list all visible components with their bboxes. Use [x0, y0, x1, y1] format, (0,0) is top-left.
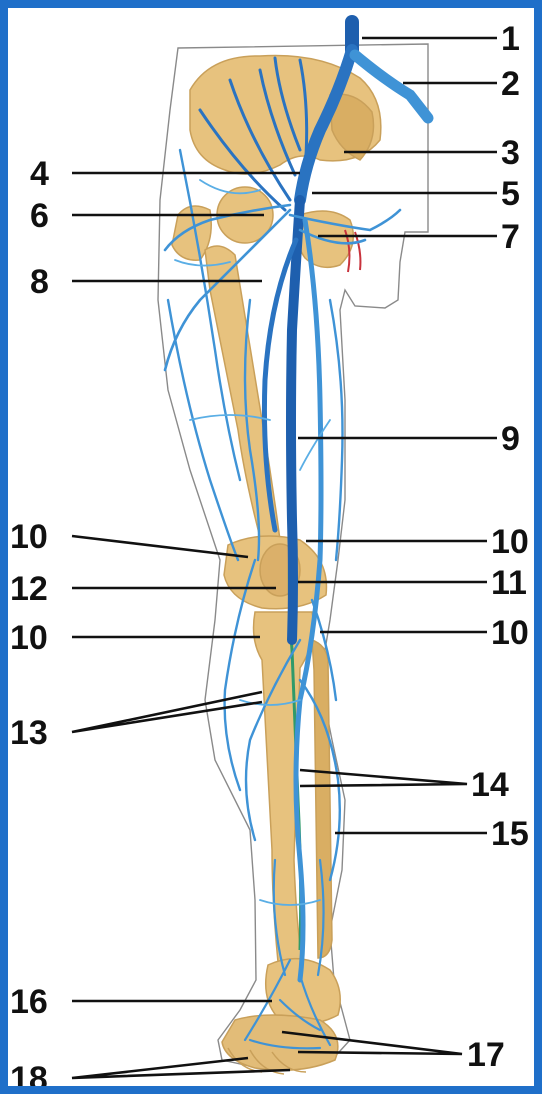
label-8: 8: [30, 263, 49, 301]
label-1: 1: [501, 20, 520, 58]
label-4: 4: [30, 155, 49, 193]
diagram-frame: 1 2 3 4 5 6 7 8 9 10 10 11 12 10 10 13 1…: [8, 8, 534, 1086]
label-2: 2: [501, 65, 520, 103]
label-14: 14: [471, 766, 509, 804]
label-16: 16: [10, 983, 48, 1021]
label-18: 18: [10, 1060, 48, 1086]
label-5: 5: [501, 175, 520, 213]
veins: [165, 22, 428, 1048]
label-10-left-lower: 10: [10, 619, 48, 657]
leg-vein-diagram: 1 2 3 4 5 6 7 8 9 10 10 11 12 10 10 13 1…: [8, 8, 534, 1086]
label-3: 3: [501, 134, 520, 172]
label-10-right-lower: 10: [491, 614, 529, 652]
label-10-right-upper: 10: [491, 523, 529, 561]
label-12: 12: [10, 570, 48, 608]
leader-10a: [72, 536, 248, 557]
label-11: 11: [491, 564, 527, 602]
label-9: 9: [501, 420, 520, 458]
fibula: [312, 640, 332, 958]
label-10-left-upper: 10: [10, 518, 48, 556]
label-7: 7: [501, 218, 520, 256]
bones: [172, 55, 381, 1074]
label-15: 15: [491, 815, 529, 853]
label-6: 6: [30, 197, 49, 235]
label-17: 17: [467, 1036, 505, 1074]
label-13: 13: [10, 714, 48, 752]
leader-13: [72, 692, 262, 732]
